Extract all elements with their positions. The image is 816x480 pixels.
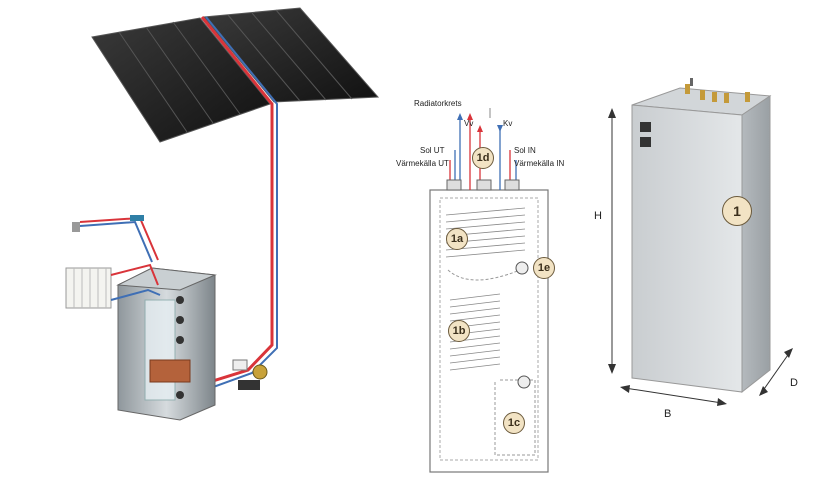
label-varmekalla-ut: Värmekälla UT <box>396 159 449 168</box>
unit-top-connectors <box>685 78 750 103</box>
dimension-line-b <box>620 385 727 406</box>
lower-coil <box>449 293 501 371</box>
pump-group <box>232 359 268 390</box>
callout-1b: 1b <box>448 320 470 342</box>
label-vv: Vv <box>464 119 474 128</box>
label-varmekalla-in: Värmekälla IN <box>514 159 565 168</box>
dimension-label-d: D <box>790 377 798 389</box>
heating-pipes <box>72 215 161 301</box>
schematic-flow-arrows <box>457 113 503 132</box>
unit-front-face <box>631 104 743 393</box>
callout-1e: 1e <box>533 257 555 279</box>
unit-control-panel-upper <box>640 122 651 132</box>
dimension-label-b: B <box>664 408 672 420</box>
dimension-label-h: H <box>594 210 602 222</box>
schematic-dashed-loop <box>447 269 536 456</box>
solar-installation-illustration <box>65 7 380 421</box>
callout-1: 1 <box>722 196 752 226</box>
callout-1d: 1d <box>472 147 494 169</box>
callout-1a: 1a <box>446 228 468 250</box>
schematic-fittings <box>446 179 520 191</box>
label-sol-ut: Sol UT <box>420 146 445 155</box>
solar-collector-panel-right <box>203 7 380 103</box>
label-kv: Kv <box>503 119 513 128</box>
callout-1c: 1c <box>503 412 525 434</box>
dimension-line-h <box>608 108 616 374</box>
unit-control-panel-lower <box>640 137 651 147</box>
dimension-line-d <box>759 348 793 396</box>
solar-circuit-pipes <box>199 16 278 391</box>
radiator <box>65 267 112 309</box>
schematic-valve-1e <box>515 261 529 275</box>
unit-side-face <box>741 95 771 394</box>
schematic-valve-1c <box>517 375 531 389</box>
upper-coil <box>445 207 526 258</box>
solar-collector-panel-left <box>91 17 271 143</box>
label-radiatorkrets: Radiatorkrets <box>414 99 462 108</box>
label-sol-in: Sol IN <box>514 146 536 155</box>
